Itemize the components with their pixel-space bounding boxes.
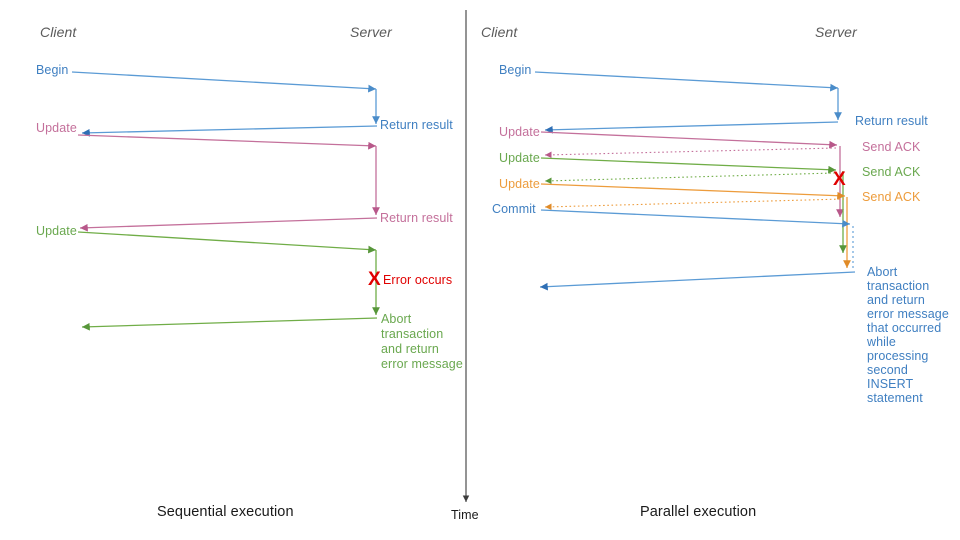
parallel-client-label-commit: Commit (492, 202, 536, 216)
sequential-abort-line-3: and return (381, 342, 439, 356)
sequential-panel-caption: Sequential execution (157, 504, 294, 520)
sequential-server-label-return-2: Return result (380, 211, 453, 225)
sequential-abort-line-2: transaction (381, 327, 444, 341)
parallel-server-label-ack-3: Send ACK (862, 190, 921, 204)
parallel-server-label-ack-1: Send ACK (862, 140, 921, 154)
sequential-panel-arrows (71, 71, 380, 331)
time-axis-label: Time (451, 508, 479, 522)
parallel-panel-arrows (534, 71, 856, 291)
parallel-abort-line-7: processing (867, 349, 929, 363)
parallel-panel-caption: Parallel execution (640, 504, 757, 520)
sequential-server-label-return-1: Return result (380, 118, 453, 132)
parallel-client-label-begin: Begin (499, 63, 532, 77)
parallel-client-header: Client (481, 24, 518, 40)
sequential-client-header: Client (40, 24, 77, 40)
sequential-abort-line-4: error message (381, 357, 463, 371)
parallel-server-label-return-result: Return result (855, 114, 928, 128)
sequential-client-label-begin: Begin (36, 63, 69, 77)
parallel-client-label-update-1: Update (499, 125, 540, 139)
parallel-abort-line-5: that occurred (867, 321, 942, 335)
parallel-abort-line-6: while (867, 335, 896, 349)
parallel-abort-line-10: statement (867, 391, 923, 405)
parallel-abort-line-8: second (867, 363, 908, 377)
parallel-abort-line-9: INSERT (867, 377, 914, 391)
parallel-error-x-icon: X (833, 169, 846, 190)
parallel-server-header: Server (815, 24, 857, 40)
sequential-server-header: Server (350, 24, 392, 40)
sequential-abort-line-1: Abort (381, 312, 412, 326)
sequential-client-label-update-2: Update (36, 224, 77, 238)
parallel-abort-line-4: error message (867, 307, 949, 321)
parallel-server-label-ack-2: Send ACK (862, 165, 921, 179)
sequential-error-x-icon: X (368, 269, 381, 290)
sequential-error-label: Error occurs (383, 273, 453, 287)
parallel-abort-line-3: and return (867, 293, 925, 307)
parallel-abort-line-1: Abort (867, 265, 898, 279)
sequential-client-label-update-1: Update (36, 121, 77, 135)
parallel-client-label-update-2: Update (499, 151, 540, 165)
parallel-client-label-update-3: Update (499, 177, 540, 191)
parallel-abort-line-2: transaction (867, 279, 930, 293)
